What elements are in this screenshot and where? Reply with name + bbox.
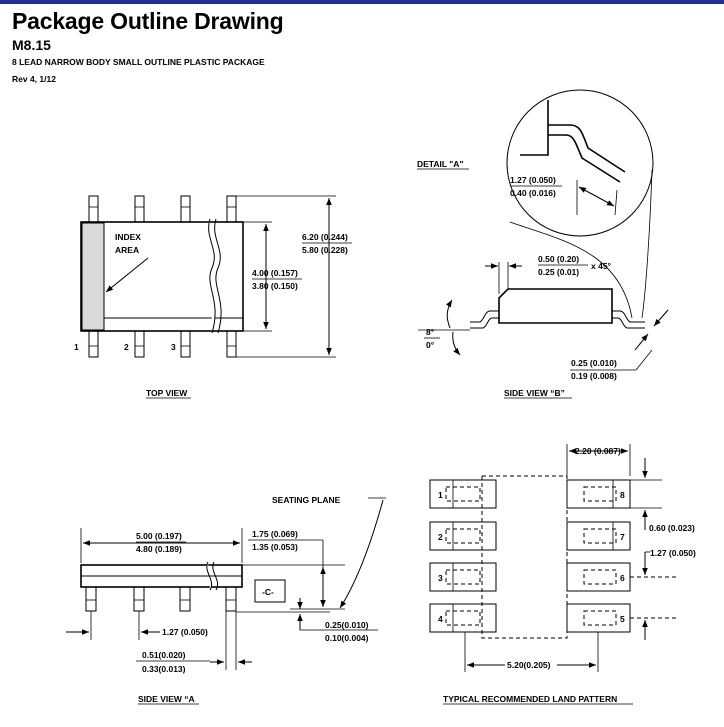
dim-body-length-max: 5.00 (0.197) [136,531,182,541]
side-body [498,288,613,324]
pad-7 [566,521,631,551]
dim-height-max: 1.75 (0.069) [252,529,298,539]
datum-c-label: -C- [262,587,274,597]
index-area-shade [81,222,105,331]
lead-top-3 [180,195,191,223]
dim-pad-pitch: 1.27 (0.050) [650,548,696,558]
angle-min: 0° [426,340,435,350]
pad-2 [429,521,497,551]
pin-number-3: 3 [171,342,176,352]
lead-top-2 [134,195,145,223]
revision-label: Rev 4, 1/12 [12,74,56,84]
dim-chamfer-max: 0.50 (0.20) [538,254,579,264]
package-body [80,221,244,332]
lead-bottom-4 [226,330,237,358]
side-view-b-caption: SIDE VIEW “B” [504,388,565,398]
detail-a-circle [506,89,654,237]
side-a-lead-1 [85,586,97,612]
pad-label-3: 3 [438,573,443,583]
dim-lead-thickness-max: 0.25 (0.010) [571,358,617,368]
pad-label-2: 2 [438,532,443,542]
header-accent-bar [0,0,724,4]
lead-top-1 [88,195,99,223]
dim-pad-width: 0.60 (0.023) [649,523,695,533]
lead-bottom-2 [134,330,145,358]
pad-label-4: 4 [438,614,443,624]
index-label-1: INDEX [115,232,141,242]
side-view-b: DETAIL "A" 1.27 (0.050) 0.40 (0.016) 0.5… [417,89,669,399]
side-a-lead-4 [225,586,237,612]
dim-chamfer-angle: x 45° [591,261,612,271]
pad-label-6: 6 [620,573,625,583]
package-description: 8 LEAD NARROW BODY SMALL OUTLINE PLASTIC… [12,57,265,67]
dim-body-width-max: 4.00 (0.157) [252,268,298,278]
seating-plane-label: SEATING PLANE [272,495,341,505]
dim-standoff-min: 0.10(0.004) [325,633,369,643]
package-code: M8.15 [12,37,51,53]
dim-overall-width-min: 5.80 (0.228) [302,245,348,255]
side-view-a: SEATING PLANE 5.00 (0.197) 4.80 (0.189) … [66,495,386,705]
dim-foot-length-max: 1.27 (0.050) [510,175,556,185]
dim-height-min: 1.35 (0.053) [252,542,298,552]
index-label-2: AREA [115,245,139,255]
pad-8 [566,479,631,509]
dim-pad-span: 5.20(0.205) [507,660,551,670]
top-view-caption: TOP VIEW [146,388,188,398]
land-pattern-caption: TYPICAL RECOMMENDED LAND PATTERN [443,694,617,704]
dim-standoff-max: 0.25(0.010) [325,620,369,630]
pad-3 [429,562,497,592]
dim-lead-width-max: 0.51(0.020) [142,650,186,660]
dim-chamfer-min: 0.25 (0.01) [538,267,579,277]
dim-pitch: 1.27 (0.050) [162,627,208,637]
page-title: Package Outline Drawing [12,8,284,34]
datum-c-box [254,579,286,603]
dim-overall-width-max: 6.20 (0.244) [302,232,348,242]
side-a-lead-2 [133,586,145,612]
pad-label-7: 7 [620,532,625,542]
land-pattern: 2.20 (0.087) 1 2 3 4 8 7 6 5 0.60 [429,444,696,705]
pad-1 [429,479,497,509]
pad-4 [429,603,497,633]
pad-label-5: 5 [620,614,625,624]
angle-max: 8° [426,327,435,337]
top-view: INDEX AREA 1 2 3 4.00 (0.157) 3.80 (0.15… [74,195,352,399]
pin-number-1: 1 [74,342,79,352]
dim-body-length-min: 4.80 (0.189) [136,544,182,554]
lead-bottom-3 [180,330,191,358]
side-a-lead-3 [179,586,191,612]
dim-foot-length-min: 0.40 (0.016) [510,188,556,198]
dim-lead-width-min: 0.33(0.013) [142,664,186,674]
pad-label-1: 1 [438,490,443,500]
lead-top-4 [226,195,237,223]
pin-number-2: 2 [124,342,129,352]
dim-lead-thickness-min: 0.19 (0.008) [571,371,617,381]
lead-bottom-1 [88,330,99,358]
side-view-a-caption: SIDE VIEW “A [138,694,195,704]
dim-body-width-min: 3.80 (0.150) [252,281,298,291]
dim-pad-length: 2.20 (0.087) [575,446,621,456]
detail-a-label: DETAIL "A" [417,159,463,169]
pad-label-8: 8 [620,490,625,500]
